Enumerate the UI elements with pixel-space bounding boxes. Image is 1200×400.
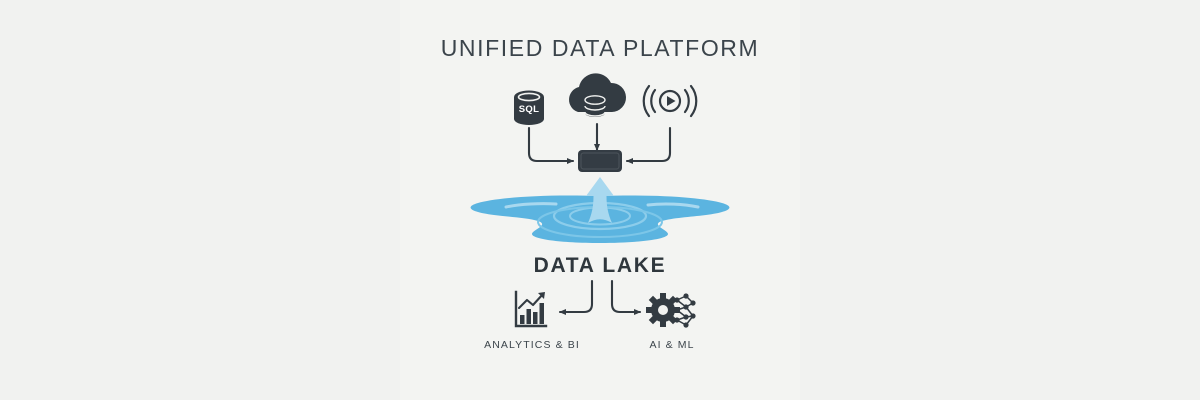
output-label-analytics-bi: ANALYTICS & BI <box>484 339 580 351</box>
output-ai-ml[interactable]: AI & ML <box>646 293 696 351</box>
source-sql-database[interactable]: SQL <box>514 90 575 164</box>
sql-database-icon: SQL <box>514 90 544 125</box>
source-streaming[interactable] <box>625 84 698 164</box>
streaming-signal-icon <box>642 84 698 118</box>
arrow-streaming-to-ingestion <box>625 126 672 164</box>
upward-water-arrow-icon <box>586 177 614 223</box>
sql-database-label: SQL <box>519 104 539 115</box>
output-analytics-bi[interactable]: ANALYTICS & BI <box>484 290 580 351</box>
arrow-lake-to-analytics <box>558 279 594 315</box>
cloud-database-icon <box>569 73 627 117</box>
page-title: UNIFIED DATA PLATFORM <box>441 35 760 61</box>
data-lake-label: DATA LAKE <box>534 254 667 277</box>
ingestion-box[interactable] <box>578 150 622 172</box>
data-lake-graphic <box>470 177 730 243</box>
gear-neural-network-icon <box>646 293 696 328</box>
output-label-ai-ml: AI & ML <box>649 339 694 351</box>
bar-chart-trend-icon <box>514 290 548 328</box>
arrow-lake-to-ai-ml <box>610 279 642 315</box>
source-cloud-database[interactable] <box>569 73 627 152</box>
arrow-sql-to-ingestion <box>527 126 575 164</box>
